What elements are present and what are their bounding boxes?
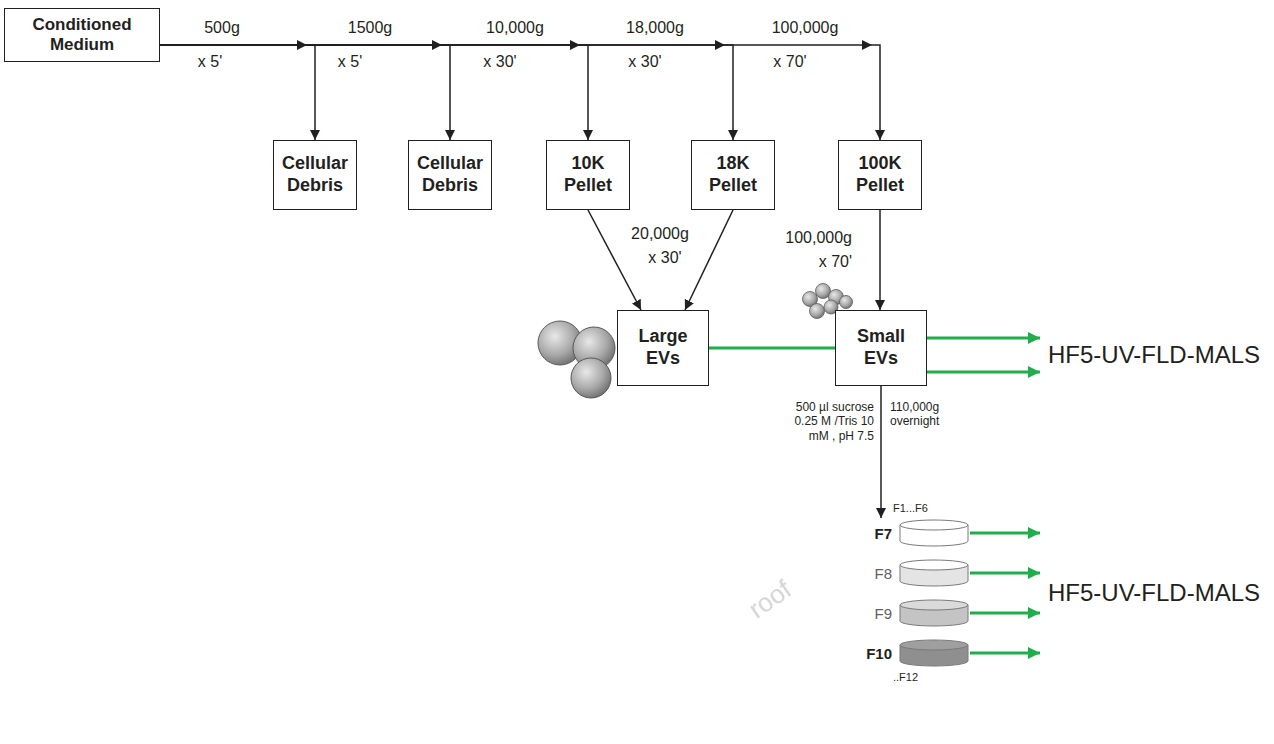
- pellet-box: Cellular Debris: [408, 140, 492, 210]
- vesicle: [810, 304, 825, 319]
- condition-label: 10,000g: [486, 18, 544, 37]
- node-text: F7: [850, 525, 892, 542]
- sample-box: Conditioned Medium: [4, 8, 160, 62]
- condition-label: x 30': [628, 52, 661, 71]
- condition-label: 500g: [204, 18, 240, 37]
- node-text: 10K Pellet: [551, 153, 625, 196]
- condition-label: ..F12: [893, 671, 918, 684]
- process-arrow: [160, 45, 880, 140]
- condition-label: 500 µl sucrose 0.25 M /Tris 10 mM , pH 7…: [782, 400, 874, 443]
- condition-label: 1500g: [348, 18, 393, 37]
- node-text: 100K Pellet: [843, 153, 917, 196]
- node-text: Small EVs: [840, 326, 922, 369]
- analysis-arrow: [970, 612, 1040, 615]
- analysis-label: HF5-UV-FLD-MALS: [1040, 325, 1268, 385]
- process-arrow: [685, 210, 733, 310]
- gradient-fraction: F8: [850, 558, 970, 588]
- node-text: 18K Pellet: [696, 153, 770, 196]
- condition-label: 110,000g overnight: [890, 400, 952, 429]
- tube-top: [900, 560, 968, 570]
- condition-label: 18,000g: [626, 18, 684, 37]
- condition-label: 100,000g: [772, 18, 839, 37]
- node-text: F8: [850, 565, 892, 582]
- analysis-arrow: [970, 572, 1040, 575]
- pellet-box: Cellular Debris: [273, 140, 357, 210]
- analysis-arrow: [709, 347, 835, 350]
- tube-top: [900, 520, 968, 530]
- gradient-fraction: F10: [850, 638, 970, 668]
- node-text: Cellular Debris: [278, 153, 352, 196]
- tube-disc: [850, 558, 970, 588]
- pellet-box: 18K Pellet: [691, 140, 775, 210]
- analysis-arrow: [927, 371, 1040, 374]
- fraction-box: Large EVs: [617, 310, 709, 386]
- analysis-arrow: [970, 532, 1040, 535]
- process-arrow: [160, 45, 588, 140]
- pellet-box: 10K Pellet: [546, 140, 630, 210]
- process-arrow: [880, 386, 882, 518]
- fraction-box: Small EVs: [835, 310, 927, 386]
- analysis-arrow: [970, 652, 1040, 655]
- process-arrow: [879, 210, 881, 310]
- gradient-fraction: F7: [850, 518, 970, 548]
- tube-disc: [850, 518, 970, 548]
- process-arrow: [160, 45, 450, 140]
- condition-label: F1...F6: [893, 502, 928, 515]
- node-text: F10: [850, 645, 892, 662]
- condition-label: x 5': [338, 52, 362, 71]
- condition-label: x 70': [773, 52, 806, 71]
- condition-label: x 5': [198, 52, 222, 71]
- condition-label: x 30': [483, 52, 516, 71]
- node-text: Conditioned Medium: [9, 15, 155, 56]
- condition-label: 100,000g: [785, 228, 852, 247]
- condition-label: 20,000g: [631, 224, 689, 243]
- tube-disc: [850, 598, 970, 628]
- analysis-arrow: [927, 337, 1040, 340]
- tube-top: [900, 600, 968, 610]
- vesicle: [571, 358, 611, 398]
- node-text: HF5-UV-FLD-MALS: [1048, 341, 1260, 369]
- pellet-box: 100K Pellet: [838, 140, 922, 210]
- condition-label: x 30': [648, 248, 681, 267]
- node-text: HF5-UV-FLD-MALS: [1048, 579, 1260, 607]
- vesicle: [840, 296, 853, 309]
- large-vesicles: [538, 321, 615, 398]
- process-arrow: [160, 45, 733, 140]
- analysis-label: HF5-UV-FLD-MALS: [1040, 520, 1268, 665]
- node-text: Cellular Debris: [413, 153, 487, 196]
- process-arrow: [160, 45, 315, 140]
- watermark: roof: [743, 574, 798, 625]
- condition-label: x 70': [819, 252, 852, 271]
- gradient-fraction: F9: [850, 598, 970, 628]
- tube-top: [900, 640, 968, 650]
- node-text: Large EVs: [622, 326, 704, 369]
- node-text: F9: [850, 605, 892, 622]
